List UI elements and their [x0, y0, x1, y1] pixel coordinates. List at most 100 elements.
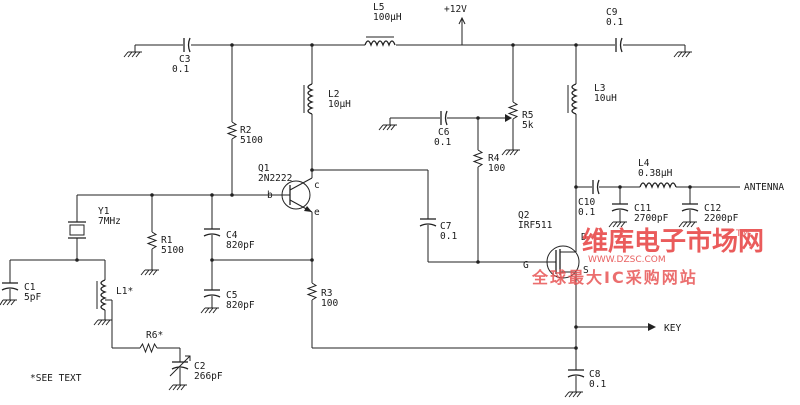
c10-value: 0.1	[578, 207, 595, 218]
c12-ref: C12	[704, 203, 721, 214]
l3-ref: L3	[594, 83, 605, 94]
c9-value: 0.1	[606, 17, 623, 28]
variable-capacitor-c2	[168, 355, 191, 391]
c1-value: 5pF	[24, 292, 41, 303]
capacitor-c8	[564, 369, 585, 398]
c3-ref: C3	[179, 54, 190, 65]
y1-ref: Y1	[98, 206, 110, 217]
junction-key	[574, 325, 578, 329]
ground-symbol-c9	[673, 45, 692, 58]
key-label: KEY	[664, 323, 681, 334]
watermark-brand: 维库电子市场网	[582, 226, 764, 257]
r6-ref: R6*	[146, 330, 163, 341]
r3-value: 100	[321, 298, 338, 309]
supply-label: +12V	[444, 4, 467, 15]
q1-ref: Q1	[258, 163, 270, 174]
c10-ref: C10	[578, 197, 595, 208]
mosfet-q2	[545, 238, 580, 370]
junction-y1-low	[75, 258, 79, 262]
c6-ref: C6	[438, 127, 450, 138]
l1-ref: L1*	[116, 286, 133, 297]
c3-value: 0.1	[172, 64, 189, 75]
c2-value: 266pF	[194, 371, 223, 382]
c7-value: 0.1	[440, 231, 457, 242]
resistor-r1	[140, 195, 159, 276]
junction-r2-base	[230, 193, 234, 197]
capacitor-c5	[200, 289, 221, 314]
ground-symbol-c3	[123, 45, 142, 58]
c7-ref: C7	[440, 221, 451, 232]
c2-ref: C2	[194, 361, 205, 372]
c9-ref: C9	[606, 7, 618, 18]
c12-value: 2200pF	[704, 213, 739, 224]
q2-ref: Q2	[518, 210, 529, 221]
c8-ref: C8	[589, 369, 601, 380]
r4-ref: R4	[488, 153, 500, 164]
capacitor-c3	[183, 37, 191, 53]
r5-value: 5k	[522, 120, 534, 131]
resistor-r2	[226, 45, 238, 195]
inductor-l4	[639, 182, 740, 189]
capacitor-c11	[608, 187, 629, 228]
q2-value: IRF511	[518, 220, 553, 231]
r2-value: 5100	[240, 135, 263, 146]
c1-ref: C1	[24, 282, 36, 293]
capacitor-c12	[678, 187, 699, 228]
resistor-r6	[139, 342, 181, 362]
r2-ref: R2	[240, 125, 251, 136]
c11-ref: C11	[634, 203, 651, 214]
r1-ref: R1	[161, 235, 173, 246]
r4-value: 100	[488, 163, 505, 174]
c11-value: 2700pF	[634, 213, 669, 224]
watermark-url: WWW.DZSC.COM	[588, 255, 666, 265]
l2-value: 10µH	[328, 99, 351, 110]
see-text-note: *SEE TEXT	[30, 373, 82, 384]
inductor-l3	[567, 45, 578, 238]
capacitor-c4	[203, 195, 221, 290]
potentiometer-r5	[478, 45, 520, 156]
q2-pin-s: S	[583, 265, 589, 276]
c6-value: 0.1	[434, 137, 451, 148]
c5-ref: C5	[226, 290, 237, 301]
l5-value: 100µH	[373, 12, 402, 23]
supply-arrow	[458, 16, 466, 45]
inductor-l1	[93, 260, 140, 349]
q1-pin-e: e	[314, 207, 320, 218]
junction-c4-c5	[210, 258, 214, 262]
l5-ref: L5	[373, 2, 384, 13]
q2-pin-d: D	[581, 232, 587, 243]
capacitor-c9	[615, 37, 623, 53]
l4-value: 0.38µH	[638, 168, 673, 179]
watermark-tagline: 全球最大IC采购网站	[531, 268, 698, 287]
watermark-tm: TM	[735, 229, 749, 239]
antenna-label: ANTENNA	[744, 182, 784, 193]
q1-pin-c: c	[314, 180, 320, 191]
capacitor-c1	[0, 260, 19, 306]
l4-ref: L4	[638, 158, 650, 169]
inductor-l2	[303, 45, 314, 172]
c4-ref: C4	[226, 230, 238, 241]
r1-value: 5100	[161, 245, 184, 256]
crystal-y1	[68, 194, 90, 260]
c4-value: 820pF	[226, 240, 255, 251]
capacitor-c7	[419, 170, 545, 263]
capacitor-c10	[576, 179, 640, 195]
l3-value: 10uH	[594, 93, 617, 104]
key-arrow	[576, 323, 656, 331]
resistor-r3	[306, 282, 318, 348]
r5-ref: R5	[522, 110, 533, 121]
c5-value: 820pF	[226, 300, 255, 311]
q1-value: 2N2222	[258, 173, 292, 184]
transistor-q1	[275, 172, 313, 213]
y1-value: 7MHz	[98, 216, 121, 227]
resistor-r4	[472, 118, 484, 262]
c8-value: 0.1	[589, 379, 606, 390]
junction-gate	[476, 260, 480, 264]
r3-ref: R3	[321, 288, 332, 299]
l2-ref: L2	[328, 89, 339, 100]
inductor-l5	[360, 36, 396, 47]
q2-pin-g: G	[523, 260, 529, 271]
watermark: 维库电子市场网 TM WWW.DZSC.COM 全球最大IC采购网站	[531, 226, 764, 287]
capacitor-c6	[378, 110, 478, 131]
